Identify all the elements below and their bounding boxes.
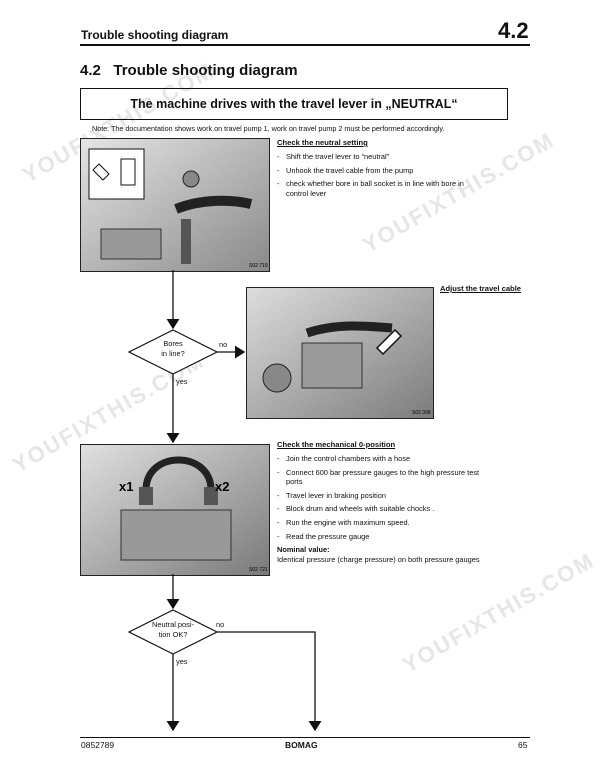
problem-banner: The machine drives with the travel lever… <box>80 88 508 120</box>
check-mech-block: Check the mechanical 0-position Join the… <box>277 440 482 564</box>
photo-travel-lever-linkage: S02 719 <box>80 138 270 272</box>
check-mech-heading: Check the mechanical 0-position <box>277 440 396 449</box>
check-neutral-steps: Shift the travel lever to “neutral” Unho… <box>277 152 477 198</box>
adjust-cable-heading: Adjust the travel cable <box>440 284 522 293</box>
list-item: Connect 600 bar pressure gauges to the h… <box>277 468 482 487</box>
decision1-yes: yes <box>176 377 188 386</box>
svg-text:S02 719: S02 719 <box>249 263 268 269</box>
check-neutral-block: Check the neutral setting Shift the trav… <box>277 138 477 202</box>
list-item: Shift the travel lever to “neutral” <box>277 152 477 162</box>
photo-travel-cable: S02 308 <box>246 287 434 419</box>
photo-pressure-gauge-hose: x1 x2 S02 721 <box>80 444 270 576</box>
list-item: Unhook the travel cable from the pump <box>277 166 477 176</box>
decision2-no: no <box>216 620 225 629</box>
list-item: Block drum and wheels with suitable choc… <box>277 504 482 514</box>
decision1-no: no <box>219 340 228 349</box>
list-item: Read the pressure gauge <box>277 532 482 542</box>
svg-text:S02 308: S02 308 <box>412 410 431 416</box>
list-item: Travel lever in braking position <box>277 491 482 501</box>
check-mech-steps: Join the control chambers with a hose Co… <box>277 454 482 541</box>
decision2-text: Neutral posi-tion OK? <box>152 620 194 639</box>
svg-text:S02 721: S02 721 <box>249 567 268 573</box>
footer-brand: BOMAG <box>285 740 318 750</box>
list-item: Run the engine with maximum speed. <box>277 518 482 528</box>
header-section-number: 4.2 <box>498 18 529 43</box>
nominal-text: Identical pressure (charge pressure) on … <box>277 555 480 565</box>
x1-label: x1 <box>119 479 133 494</box>
header-title: Trouble shooting diagram <box>81 28 229 42</box>
section-title: 4.2 Trouble shooting diagram <box>80 62 298 79</box>
footer-doc-number: 0852789 <box>81 740 115 750</box>
note-text: Note: The documentation shows work on tr… <box>92 124 445 133</box>
nominal-label: Nominal value: <box>277 545 330 555</box>
decision2-yes: yes <box>176 657 188 666</box>
check-neutral-heading: Check the neutral setting <box>277 138 368 147</box>
footer-page-number: 65 <box>518 740 528 750</box>
x2-label: x2 <box>215 479 229 494</box>
footer-rule <box>80 737 530 738</box>
list-item: Join the control chambers with a hose <box>277 454 482 464</box>
header-rule <box>80 44 530 46</box>
list-item: check whether bore in ball socket is in … <box>277 179 477 198</box>
